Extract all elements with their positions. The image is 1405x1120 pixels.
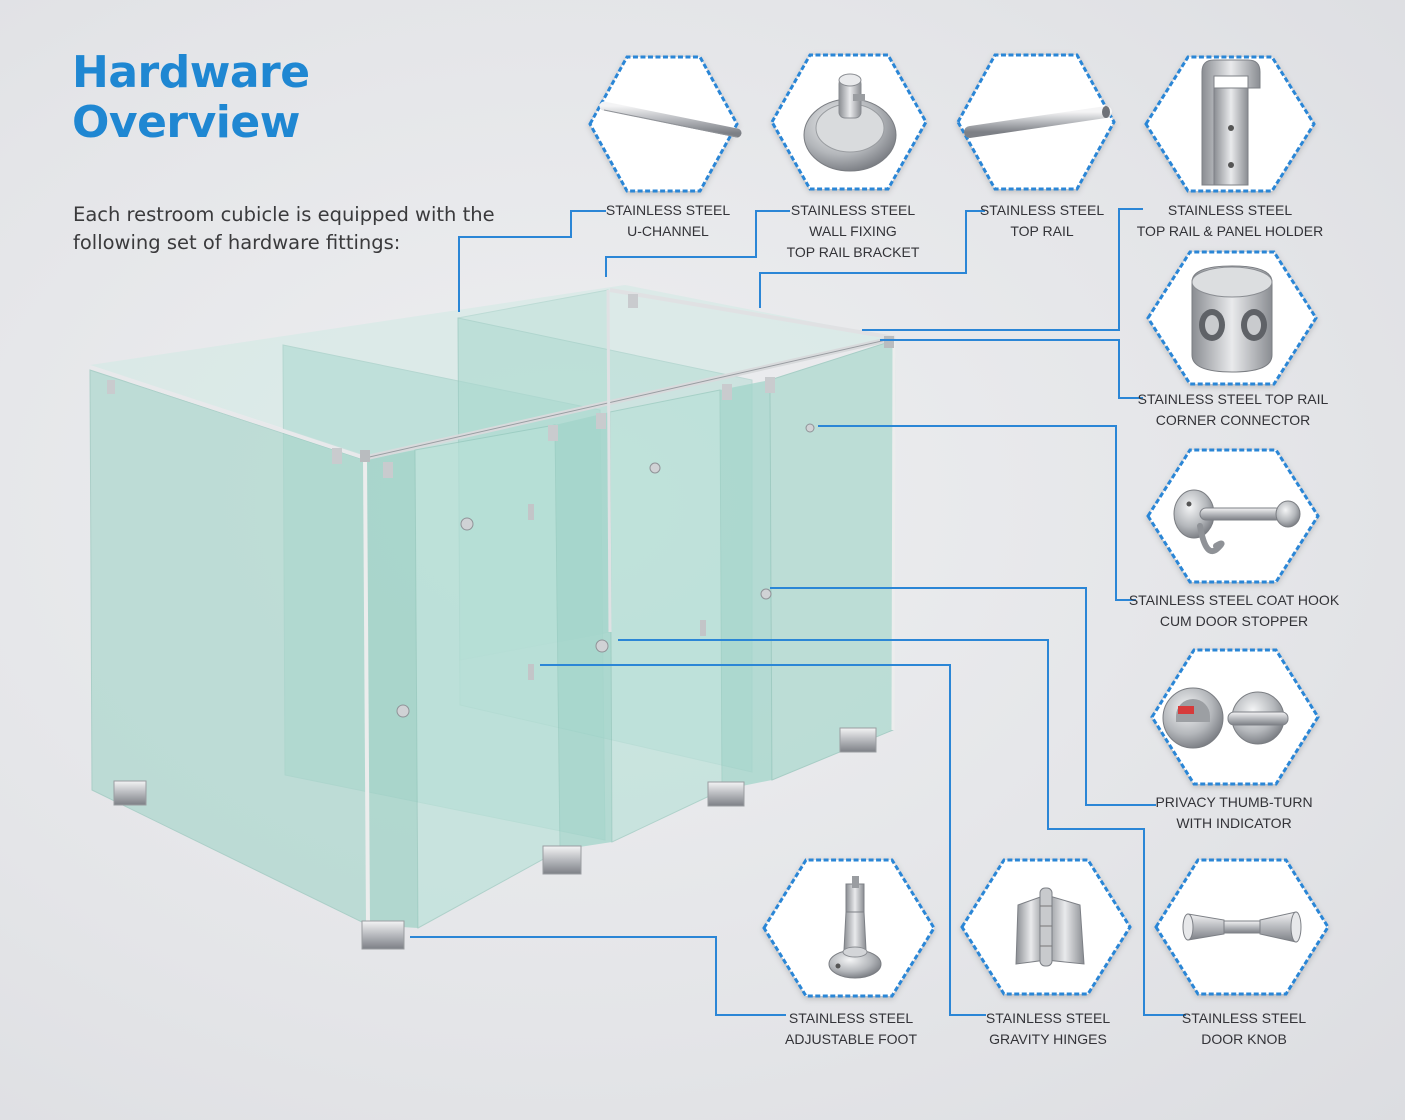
- label-line: ADJUSTABLE FOOT: [785, 1031, 917, 1047]
- corner-connector-icon: [1191, 265, 1273, 373]
- coat-hook-icon: [1173, 489, 1301, 555]
- intro-line-2: following set of hardware fittings:: [73, 231, 401, 254]
- leader-line-top-rail: [759, 210, 985, 308]
- label-line: U-CHANNEL: [627, 223, 709, 239]
- cubicle-illustration: [89, 285, 896, 950]
- leader-line-adjustable-foot: [410, 936, 786, 1016]
- label-line: STAINLESS STEEL COAT HOOK: [1128, 592, 1340, 608]
- label-line: STAINLESS STEEL: [1167, 202, 1293, 218]
- label-line: STAINLESS STEEL: [985, 1010, 1111, 1026]
- label-line: WITH INDICATOR: [1176, 815, 1292, 831]
- label-u-channel: STAINLESS STEEL U-CHANNEL: [606, 200, 730, 242]
- label-line: PRIVACY THUMB-TURN: [1155, 794, 1313, 810]
- label-gravity-hinges: STAINLESS STEEL GRAVITY HINGES: [986, 1008, 1110, 1050]
- cubicle-foot: [839, 727, 877, 753]
- label-panel-holder: STAINLESS STEEL TOP RAIL & PANEL HOLDER: [1137, 200, 1323, 242]
- leader-lines: [410, 208, 1186, 1016]
- hexagon-u-channel: [588, 55, 739, 193]
- label-line: TOP RAIL: [1010, 223, 1074, 239]
- cubicle-right-panel: [769, 339, 896, 781]
- leader-line-door-knob: [618, 639, 1186, 1016]
- label-line: STAINLESS STEEL TOP RAIL: [1137, 391, 1329, 407]
- label-line: GRAVITY HINGES: [989, 1031, 1107, 1047]
- leader-line-panel-holder: [862, 208, 1143, 331]
- label-adjustable-foot: STAINLESS STEEL ADJUSTABLE FOOT: [785, 1008, 917, 1050]
- page-title: Hardware Overview: [72, 48, 310, 148]
- label-line: STAINLESS STEEL: [790, 202, 916, 218]
- door-knob-icon: [1182, 911, 1302, 943]
- leader-line-thumb-turn: [770, 587, 1156, 806]
- label-line: STAINLESS STEEL: [605, 202, 731, 218]
- label-line: STAINLESS STEEL: [979, 202, 1105, 218]
- gravity-hinge-icon: [1015, 887, 1085, 967]
- cubicle-foot: [361, 920, 405, 950]
- cubicle-left-side-panel: [89, 369, 369, 926]
- top-rail-icon: [964, 106, 1112, 138]
- leader-line-gravity-hinges: [540, 664, 986, 1016]
- thumb-turn-icon: [1162, 687, 1289, 749]
- cubicle-door-1: [414, 424, 561, 929]
- cubicle-door-2: [609, 389, 723, 843]
- adjustable-foot-icon: [828, 876, 882, 979]
- label-line: DOOR KNOB: [1201, 1031, 1287, 1047]
- cubicle-foot: [113, 780, 147, 806]
- leader-line-coat-hook: [818, 425, 1136, 601]
- label-line: TOP RAIL BRACKET: [786, 244, 920, 260]
- leader-line-corner-connector: [880, 339, 1143, 399]
- cubicle-foot: [542, 845, 582, 875]
- u-channel-icon: [599, 101, 742, 138]
- cubicle-foot: [707, 781, 745, 807]
- label-line: CORNER CONNECTOR: [1155, 412, 1311, 428]
- label-wall-fixing-bracket: STAINLESS STEEL WALL FIXING TOP RAIL BRA…: [787, 200, 920, 263]
- intro-line-1: Each restroom cubicle is equipped with t…: [73, 203, 495, 226]
- panel-holder-icon: [1201, 59, 1261, 186]
- label-line: CUM DOOR STOPPER: [1159, 613, 1309, 629]
- cubicle-front-pilaster-1: [555, 412, 612, 850]
- title-line-2: Overview: [72, 97, 300, 148]
- label-door-knob: STAINLESS STEEL DOOR KNOB: [1182, 1008, 1306, 1050]
- leader-line-wall-fixing: [605, 210, 790, 277]
- label-top-rail: STAINLESS STEEL TOP RAIL: [980, 200, 1104, 242]
- label-line: TOP RAIL & PANEL HOLDER: [1136, 223, 1324, 239]
- leader-line-u-channel: [458, 210, 606, 312]
- label-line: STAINLESS STEEL: [1181, 1010, 1307, 1026]
- title-line-1: Hardware: [72, 47, 310, 98]
- cubicle-front-panel-left: [365, 450, 418, 928]
- label-corner-connector: STAINLESS STEEL TOP RAIL CORNER CONNECTO…: [1138, 389, 1329, 431]
- cubicle-front-pilaster-2: [720, 380, 772, 790]
- label-coat-hook: STAINLESS STEEL COAT HOOK CUM DOOR STOPP…: [1129, 590, 1339, 632]
- label-thumb-turn: PRIVACY THUMB-TURN WITH INDICATOR: [1155, 792, 1312, 834]
- label-line: WALL FIXING: [809, 223, 897, 239]
- wall-fixing-bracket-icon: [803, 73, 897, 172]
- intro-text: Each restroom cubicle is equipped with t…: [73, 201, 503, 257]
- label-line: STAINLESS STEEL: [788, 1010, 914, 1026]
